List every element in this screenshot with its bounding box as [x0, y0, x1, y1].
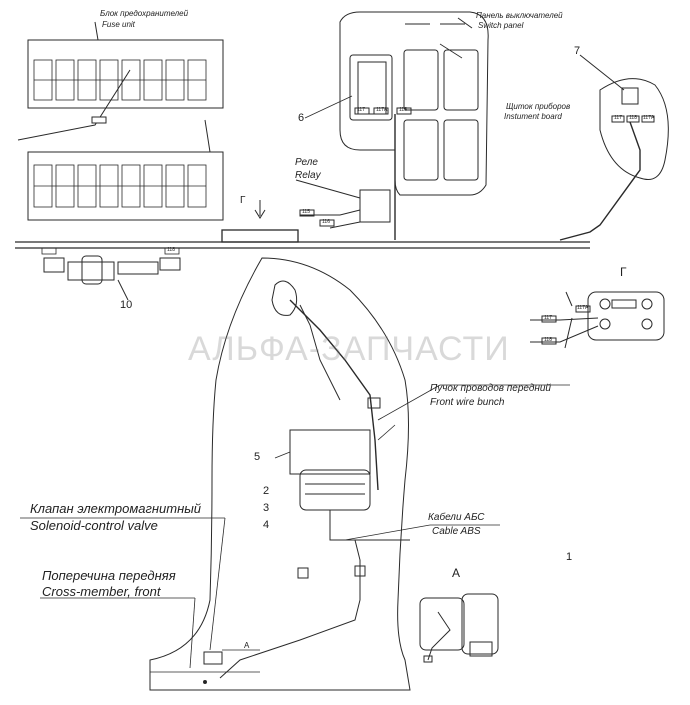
main-harness [15, 200, 590, 255]
callout-4: 4 [263, 519, 270, 531]
instrument-board [559, 54, 669, 241]
wire-tag: 115 [302, 209, 310, 215]
watermark: АЛЬФА-ЗАПЧАСТИ [188, 330, 510, 368]
callout-1-cable: 1 [566, 551, 573, 563]
wire-tag: 117 [544, 315, 552, 321]
view-g-title: Г [620, 265, 627, 279]
wire-tag: 118 [544, 337, 552, 343]
view-a-title: А [452, 566, 461, 580]
switch-panel-label-en: Switch panel [478, 21, 524, 30]
cross-member-label-ru: Поперечина передняя [42, 568, 176, 583]
callout-6: 6 [298, 112, 305, 124]
fuse-unit-label-ru: Блок предохранителей [100, 9, 189, 18]
component-10 [43, 255, 181, 301]
relay-label-en: Relay [295, 170, 321, 181]
instrument-board-label-en: Instument board [504, 112, 562, 121]
solenoid-valve-label-ru: Клапан электромагнитный [30, 501, 202, 516]
wire-tag: 117А [643, 115, 655, 121]
wire-tag: 117 [614, 115, 622, 121]
wire-tag: 117А [376, 107, 388, 113]
callout-5: 5 [254, 451, 261, 463]
wire-tag: 118 [399, 107, 407, 113]
wire-tag: 117 [357, 107, 365, 113]
cable-abs-label-en: Cable ABS [432, 526, 481, 537]
wire-tag: 118 [167, 247, 175, 253]
cross-member-label-en: Cross-member, front [42, 584, 161, 599]
callout-2: 2 [263, 485, 270, 497]
wire-tag: 118 [629, 115, 637, 121]
callout-7: 7 [574, 45, 581, 57]
front-wire-bunch-label-ru: Пучок проводов передний [430, 383, 551, 394]
relay-label-ru: Реле [295, 157, 318, 168]
leader-lines [20, 43, 570, 669]
fuse-unit [17, 21, 224, 221]
view-g-arrow-label: Г [240, 195, 246, 206]
relay [295, 179, 391, 229]
view-g-detail [530, 291, 665, 349]
view-a-marker: А [244, 641, 250, 650]
switch-panel-label-ru: Панель выключателей [476, 11, 563, 20]
view-a-detail [419, 593, 499, 663]
wire-tag: 117А [577, 305, 589, 311]
front-wire-bunch-label-en: Front wire bunch [430, 397, 505, 408]
callout-3: 3 [263, 502, 270, 514]
cable-abs-label-ru: Кабели АБС [428, 512, 485, 523]
solenoid-valve-label-en: Solenoid-control valve [30, 518, 158, 533]
fuse-unit-label-en: Fuse unit [102, 20, 135, 29]
callout-10: 10 [120, 299, 133, 311]
instrument-board-label-ru: Щиток приборов [506, 102, 571, 111]
wire-tag: 116 [322, 219, 330, 225]
frame-outline [149, 257, 411, 691]
switch-panel [339, 11, 489, 240]
